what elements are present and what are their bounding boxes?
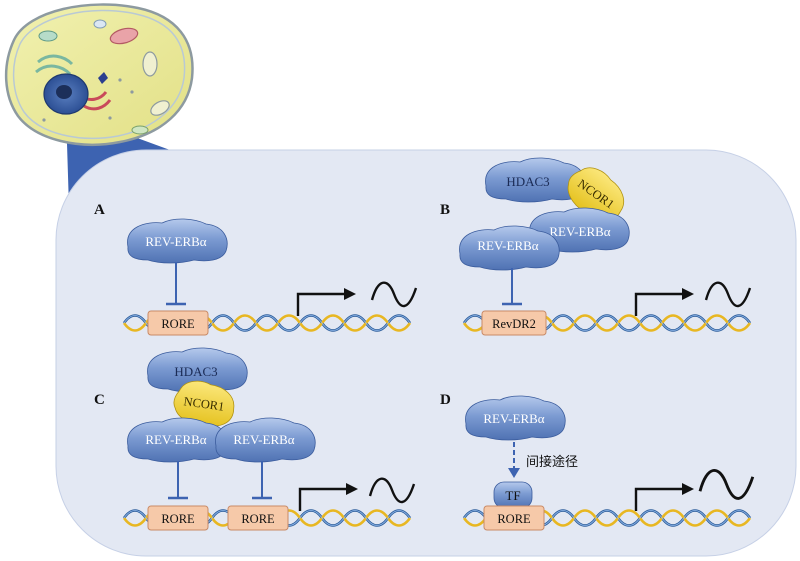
panel-b-rev-erb-right-label: REV-ERBα [549, 224, 610, 239]
panel-c-rore-left-label: RORE [161, 512, 195, 526]
panel-b-rev-erb-left-label: REV-ERBα [477, 238, 538, 253]
panel-c-rore-right-box [227, 505, 289, 531]
panel-a: A REV-ERBα RORE [94, 202, 418, 336]
panel-b-revdr2-label: RevDR2 [492, 317, 536, 331]
panel-d-rore-label: RORE [497, 512, 531, 526]
panel-b-revdr2-box [481, 310, 547, 336]
panel-d-pathway-label: 间接途径 [526, 454, 578, 470]
panel-d-letter: D [440, 392, 451, 408]
panel-c-ncor1-label: NCOR1 [183, 394, 226, 414]
panel-c: C HDAC3 NCOR1 REV-ERBα REV-ERBα RORE ROR… [94, 347, 416, 531]
panel-c-rev-erb-right-label: REV-ERBα [233, 432, 294, 447]
panel-c-rore-left-box [147, 505, 209, 531]
panel-c-rev-erb-left-label: REV-ERBα [145, 432, 206, 447]
panel-d-tf-label: TF [505, 488, 520, 503]
panel-c-rore-right-label: RORE [241, 512, 275, 526]
panel-a-letter: A [94, 202, 105, 218]
panel-d-rev-erb-label: REV-ERBα [483, 411, 544, 426]
panel-b-hdac3-label: HDAC3 [506, 174, 549, 189]
panel-d: D REV-ERBα 间接途径 TF RORE [440, 392, 755, 531]
panel-a-rore-box [147, 310, 209, 336]
panel-b: B HDAC3 NCOR1 REV-ERBα REV-ERBα RevDR2 [440, 157, 752, 336]
panel-a-rore-label: RORE [161, 317, 195, 331]
cell-illustration [4, 3, 194, 146]
panel-a-protein-label: REV-ERBα [145, 234, 206, 249]
panel-c-hdac3-label: HDAC3 [174, 364, 217, 379]
panel-c-letter: C [94, 392, 105, 408]
panel-b-letter: B [440, 202, 450, 218]
panel-d-rore-box [483, 505, 545, 531]
